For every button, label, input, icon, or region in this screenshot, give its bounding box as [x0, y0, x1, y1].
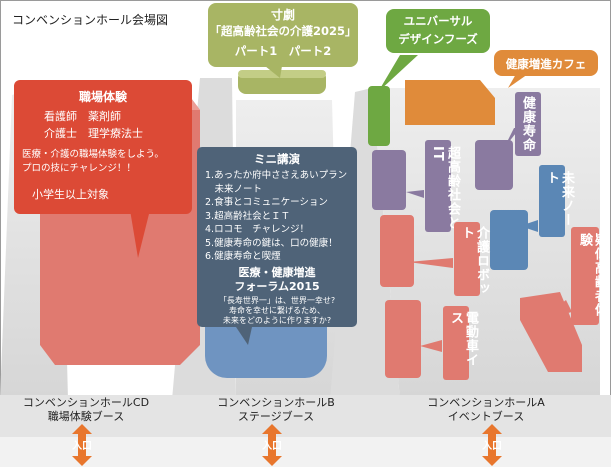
cafe-label: 健康増進カフェ — [505, 57, 587, 71]
it-label: 超高齢社会とIT — [430, 146, 460, 230]
forum-title2: フォーラム2015 — [234, 280, 320, 293]
workplace-jobs2: 介護士 理学療法士 — [44, 127, 143, 140]
forum-title1: 医療・健康増進 — [238, 266, 316, 279]
entrance-marker: 入口 — [68, 424, 96, 466]
stage-play-block-top — [238, 70, 326, 78]
workplace-jobs1: 看護師 薬剤師 — [44, 110, 121, 123]
wheelchair-label: 電動車イス — [448, 311, 478, 367]
stage-play-subtitle: 「超高齢社会の介護2025」 — [209, 24, 357, 38]
wheelchair-callout: 電動車イス — [443, 306, 478, 380]
hall-a-type: イベントブース — [447, 410, 525, 423]
care-robot-callout: 介護ロボット — [454, 222, 489, 296]
hall-b-name: コンベンションホールB — [217, 396, 335, 409]
entrance-label: 入口 — [72, 441, 92, 452]
wheelchair-block — [385, 300, 421, 378]
hall-cd-name: コンベンションホールCD — [22, 396, 150, 409]
double-arrow-icon — [262, 424, 282, 466]
hall-a-label: コンベンションホールA イベントブース — [406, 396, 566, 424]
universal-design-line1: ユニバーサル — [403, 14, 473, 28]
mini-lecture-item: 4.ロコモ チャレンジ！ — [205, 224, 309, 235]
future-note-block — [490, 210, 528, 270]
floor-strip — [0, 395, 611, 437]
mini-lecture-item: 2.食事とコミュニケーション — [205, 197, 328, 208]
universal-design-callout: ユニバーサル デザインフーズ — [386, 9, 490, 53]
mini-lecture-item: 3.超高齢社会とＩＴ — [205, 210, 291, 222]
entrance-marker: 入口 — [258, 424, 286, 466]
it-block — [372, 150, 406, 210]
stage-play-title: 寸劇 — [270, 8, 295, 22]
mini-lecture-item: 6.健康寿命と喫煙 — [205, 251, 281, 262]
double-arrow-icon — [482, 424, 502, 466]
workplace-desc1: 医療・介護の職場体験をしよう。 — [22, 149, 164, 160]
care-robot-label: 介護ロボット — [459, 226, 489, 296]
hall-cd-label: コンベンションホールCD 職場体験ブース — [6, 396, 166, 424]
elderly-experience-callout: 疑似高齢者体験 — [571, 227, 607, 325]
floor-bottom — [0, 437, 611, 467]
entrance-label: 入口 — [482, 441, 502, 452]
entrance-marker: 入口 — [478, 424, 506, 466]
mini-lecture-item: 1.あったか府中ささえあいプラン — [205, 170, 348, 181]
double-arrow-icon — [72, 424, 92, 466]
page-title: コンベンションホール会場図 — [12, 13, 169, 27]
cafe-callout: 健康増進カフェ — [494, 50, 598, 76]
forum-question3: 未来をどのように作りますか? — [222, 316, 332, 325]
forum-question1: 「長寿世界一」は、世界一幸せ? — [218, 296, 336, 305]
universal-design-line2: デザインフーズ — [398, 32, 478, 46]
healthy-life-label: 健康寿命 — [520, 96, 535, 152]
hall-b-type: ステージブース — [237, 410, 315, 423]
stage-play-callout: 寸劇 「超高齢社会の介護2025」 パート1 パート2 — [208, 3, 358, 67]
hall-cd-type: 職場体験ブース — [47, 410, 125, 423]
future-note-callout: 未来ノート — [539, 165, 574, 237]
it-callout: 超高齢社会とIT — [425, 140, 460, 232]
cafe-block — [405, 80, 495, 125]
care-robot-block — [380, 215, 414, 287]
workplace-title: 職場体験 — [78, 90, 127, 104]
forum-question2: 寿命を幸せに繋げるため、 — [229, 306, 325, 315]
future-note-label: 未来ノート — [544, 171, 574, 227]
lecture-forum-panel: ミニ講演 1.あったか府中ささえあいプラン 未来ノート 2.食事とコミュニケーショ… — [197, 147, 357, 327]
workplace-target: 小学生以上対象 — [32, 188, 109, 201]
workplace-callout: 職場体験 看護師 薬剤師 介護士 理学療法士 医療・介護の職場体験をしよう。 プ… — [14, 80, 192, 214]
hall-b-label: コンベンションホールB ステージブース — [196, 396, 356, 424]
healthy-life-callout: 健康寿命 — [515, 92, 541, 156]
mini-lecture-item: 5.健康寿命の鍵は、口の健康！ — [205, 237, 338, 249]
universal-design-block — [368, 86, 390, 146]
entrance-label: 入口 — [262, 441, 282, 452]
hall-a-name: コンベンションホールA — [427, 396, 545, 409]
stage-play-parts: パート1 パート2 — [234, 44, 332, 58]
elderly-experience-label: 疑似高齢者体験 — [577, 233, 607, 317]
mini-lecture-item: 未来ノート — [205, 183, 263, 195]
healthy-life-block — [475, 140, 513, 190]
mini-lecture-title: ミニ講演 — [254, 152, 300, 166]
workplace-desc2: プロの技にチャレンジ！！ — [22, 163, 136, 174]
